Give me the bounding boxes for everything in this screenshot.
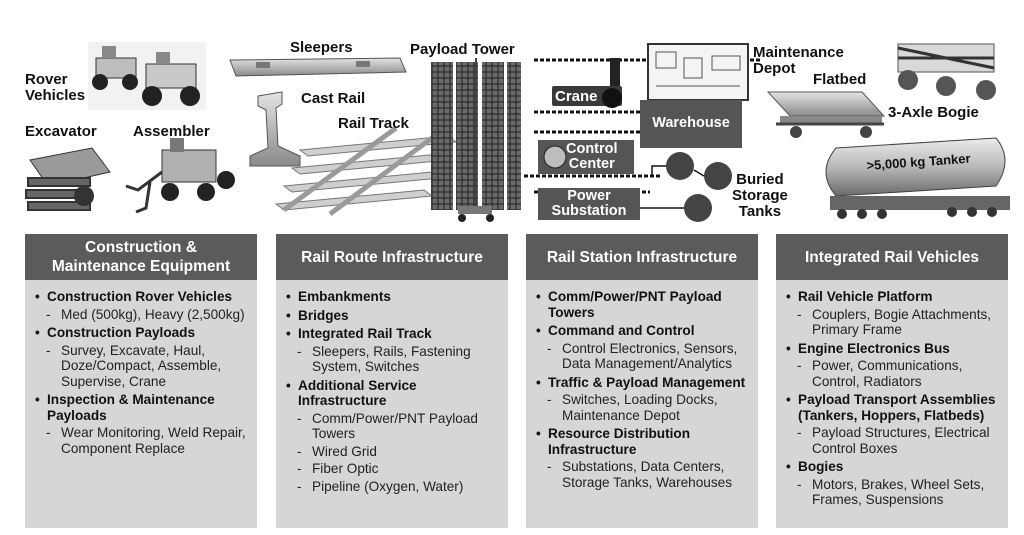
label-3-axle-bogie: 3-Axle Bogie <box>888 104 979 121</box>
label-crane: Crane <box>555 88 598 105</box>
label-rail-track: Rail Track <box>338 115 409 132</box>
sub-item: Power, Communications, Control, Radiator… <box>786 358 1002 389</box>
illustration-panel <box>25 42 1010 222</box>
label-sleepers: Sleepers <box>290 39 353 56</box>
sub-item: Fiber Optic <box>286 461 502 477</box>
column-header: Rail Station Infrastructure <box>526 234 758 280</box>
rover-vehicles-illustration <box>88 42 206 110</box>
column-title-line: Maintenance Equipment <box>51 258 231 275</box>
bullet-item: Construction Payloads <box>35 325 251 341</box>
sub-item: Wired Grid <box>286 444 502 460</box>
column-title-line: Construction & <box>85 239 197 256</box>
bullet-item: Command and Control <box>536 323 752 339</box>
sub-item: Control Electronics, Sensors, Data Manag… <box>536 341 752 372</box>
bullet-item: Payload Transport Assemblies (Tankers, H… <box>786 392 1002 423</box>
column-header: Construction & Maintenance Equipment <box>25 234 257 280</box>
sub-item: Couplers, Bogie Attachments, Primary Fra… <box>786 307 1002 338</box>
column-title-line: Rail Route Infrastructure <box>301 248 483 266</box>
bullet-item: Comm/Power/PNT Payload Towers <box>536 289 752 320</box>
sub-item: Sleepers, Rails, Fastening System, Switc… <box>286 344 502 375</box>
label-cast-rail: Cast Rail <box>301 90 366 107</box>
column-title-line: Integrated Rail Vehicles <box>804 248 979 266</box>
column-rail-route-infrastructure: Rail Route Infrastructure Embankments Br… <box>276 234 508 528</box>
cast-rail-illustration <box>249 91 301 167</box>
label-rover-vehicles: Rover Vehicles <box>25 71 86 104</box>
label-excavator: Excavator <box>25 123 97 140</box>
column-construction-maintenance: Construction & Maintenance Equipment Con… <box>25 234 257 528</box>
tanker-illustration <box>825 137 1010 219</box>
column-rail-station-infrastructure: Rail Station Infrastructure Comm/Power/P… <box>526 234 758 528</box>
bullet-item: Bridges <box>286 308 502 324</box>
sub-item: Wear Monitoring, Weld Repair, Component … <box>35 425 251 456</box>
sub-item: Payload Structures, Electrical Control B… <box>786 425 1002 456</box>
sub-item: Switches, Loading Docks, Maintenance Dep… <box>536 392 752 423</box>
bullet-item: Rail Vehicle Platform <box>786 289 1002 305</box>
bullet-item: Bogies <box>786 459 1002 475</box>
assembler-illustration <box>125 138 235 214</box>
station-diagram-illustration <box>524 43 760 222</box>
label-buried-storage-tanks: Buried Storage Tanks <box>732 171 788 220</box>
excavator-illustration <box>25 147 111 211</box>
label-assembler: Assembler <box>133 123 210 140</box>
bullet-item: Inspection & Maintenance Payloads <box>35 392 251 423</box>
column-header: Integrated Rail Vehicles <box>776 234 1008 280</box>
label-maintenance-depot: Maintenance Depot <box>753 44 844 77</box>
sub-item: Pipeline (Oxygen, Water) <box>286 479 502 495</box>
bullet-item: Integrated Rail Track <box>286 326 502 342</box>
sub-item: Comm/Power/PNT Payload Towers <box>286 411 502 442</box>
sub-item: Substations, Data Centers, Storage Tanks… <box>536 459 752 490</box>
bogie-illustration <box>897 43 996 100</box>
label-warehouse: Warehouse <box>652 115 730 131</box>
bullet-item: Engine Electronics Bus <box>786 341 1002 357</box>
payload-tower-illustration <box>431 58 521 222</box>
flatbed-illustration <box>766 91 886 138</box>
bullet-item: Additional Service Infrastructure <box>286 378 502 409</box>
column-integrated-rail-vehicles: Integrated Rail Vehicles Rail Vehicle Pl… <box>776 234 1008 528</box>
label-payload-tower: Payload Tower <box>410 41 515 58</box>
bullet-item: Resource Distribution Infrastructure <box>536 426 752 457</box>
sub-item: Med (500kg), Heavy (2,500kg) <box>35 307 251 323</box>
label-flatbed: Flatbed <box>813 71 867 88</box>
column-header: Rail Route Infrastructure <box>276 234 508 280</box>
sleeper-illustration <box>229 57 407 77</box>
sub-item: Survey, Excavate, Haul, Doze/Compact, As… <box>35 343 251 390</box>
label-power-substation: Power Substation <box>551 188 627 219</box>
sub-item: Motors, Brakes, Wheel Sets, Frames, Susp… <box>786 477 1002 508</box>
label-control-center: Control Center <box>566 141 618 172</box>
bullet-item: Construction Rover Vehicles <box>35 289 251 305</box>
bullet-item: Embankments <box>286 289 502 305</box>
bullet-item: Traffic & Payload Management <box>536 375 752 391</box>
bottom-strip <box>0 529 1024 535</box>
rail-track-illustration <box>274 125 458 217</box>
column-title-line: Rail Station Infrastructure <box>546 248 738 266</box>
